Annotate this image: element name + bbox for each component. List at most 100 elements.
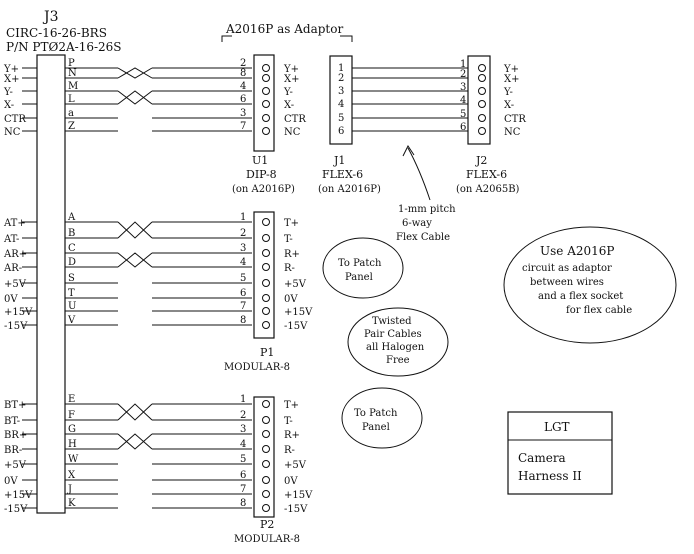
j3-pin-label: Z [68, 121, 75, 132]
p1-name: MODULAR-8 [224, 362, 290, 373]
group2-pin-ring [262, 307, 270, 315]
title-line1: Camera [518, 451, 566, 465]
j3-pin-label: N [68, 68, 77, 79]
j3-pin-label: a [68, 108, 74, 119]
group2-pin-ring [262, 234, 270, 242]
adaptor-line1: Use A2016P [540, 244, 614, 258]
j3-pin-label: B [68, 228, 75, 239]
j3-connector-body [36, 54, 66, 514]
group2-left-signal: AR- [3, 263, 22, 274]
adaptor-line3: between wires [530, 277, 604, 288]
twisted-line4: Free [386, 355, 410, 366]
j3-pin-label: X [68, 470, 76, 481]
j1-pin-number: 2 [338, 73, 344, 84]
group1-pin-ring [262, 87, 270, 95]
group2-right-signal: 0V [284, 294, 298, 305]
group3-pin-ring [262, 476, 270, 484]
group1-right-signal: Y+ [283, 64, 299, 75]
group2-right-signal: R- [284, 263, 295, 274]
group2-left-signal: AT- [3, 234, 19, 245]
group3-left-signal: BT+ [4, 400, 26, 411]
group3-right-signal: T- [284, 416, 293, 427]
group2-pin-ring [262, 218, 270, 226]
group2-right-signal: T- [284, 234, 293, 245]
group3-pin-ring [262, 400, 270, 408]
group2-pin-number: 3 [240, 243, 246, 254]
group2-twist-mark [117, 221, 153, 239]
group2-right-signal: T+ [284, 218, 299, 229]
group2-twist-mark [117, 252, 153, 268]
j2-name: FLEX-6 [466, 168, 507, 181]
flex-note-3: Flex Cable [396, 232, 450, 243]
j1-note: (on A2016P) [318, 184, 381, 195]
group1-pin-ring [262, 127, 270, 135]
j1-body [329, 55, 353, 145]
j3-pin-label: V [67, 315, 76, 326]
group2-pin-number: 2 [240, 228, 246, 239]
group3-pin-ring [262, 430, 270, 438]
group3-pin-number: 5 [240, 454, 246, 465]
group3-pin-ring [262, 445, 270, 453]
group1-pin-ring [262, 74, 270, 82]
group3-pin-number: 3 [240, 424, 246, 435]
group3-right-signal: R- [284, 445, 295, 456]
group1-pin-number: 4 [240, 81, 246, 92]
group2-pin-ring [262, 263, 270, 271]
j2-note: (on A2065B) [456, 184, 520, 195]
j2-pin-number: 4 [460, 95, 466, 106]
group3-left-signal: BR+ [4, 430, 27, 441]
group2-pin-ring [262, 249, 270, 257]
j3-label: J3 [42, 9, 59, 25]
j1-label: J1 [333, 154, 345, 167]
flex-note-1: 1-mm pitch [398, 204, 456, 215]
j2-pin-number: 3 [460, 82, 466, 93]
flex-arrow-line [407, 147, 431, 201]
adaptor-line5: for flex cable [566, 305, 632, 316]
group3-left-signal: BT- [4, 416, 20, 427]
j3-pin-label: K [68, 498, 76, 509]
group2-left-signal: +15V [4, 307, 33, 318]
group2-left-signal: AT+ [3, 218, 26, 229]
j1-pin-number: 3 [338, 86, 344, 97]
patch2-line1: To Patch [354, 408, 398, 419]
p2-name: MODULAR-8 [234, 534, 300, 545]
adaptor-line2: circuit as adaptor [522, 263, 612, 274]
group3-pin-number: 1 [240, 394, 246, 405]
j3-pin-label: H [68, 439, 77, 450]
group2-pin-number: 1 [240, 212, 246, 223]
p1-body [253, 211, 275, 339]
group2-right-signal: +5V [284, 279, 307, 290]
group2-pin-number: 5 [240, 273, 246, 284]
group1-pin-ring [262, 114, 270, 122]
group3-pin-ring [262, 504, 270, 512]
twisted-line3: all Halogen [366, 342, 425, 353]
group2-left-signal: AR+ [3, 249, 27, 260]
j1-pin-number: 4 [338, 99, 344, 110]
title-line2: Harness II [518, 469, 582, 483]
u1-dip-body [253, 54, 275, 152]
twisted-line2: Pair Cables [364, 329, 422, 340]
group3-right-signal: +15V [284, 490, 313, 501]
adaptor-title: A2016P as Adaptor [225, 22, 343, 36]
group1-right-signal: CTR [284, 114, 306, 125]
group3-twist-mark [117, 403, 153, 421]
j2-pin-ring [478, 114, 486, 122]
twisted-pair-cloud [347, 307, 449, 377]
j3-pin-label: G [68, 424, 76, 435]
j3-pin-label: W [68, 454, 79, 465]
p2-body [253, 396, 275, 518]
group2-left-signal: -15V [4, 321, 28, 332]
flex-note-2: 6-way [402, 218, 432, 229]
j3-pin-label: M [68, 81, 78, 92]
group3-pin-number: 6 [240, 470, 246, 481]
group3-left-signal: +5V [4, 460, 27, 471]
group3-left-signal: 0V [4, 476, 18, 487]
j3-pin-label: A [67, 212, 76, 223]
j2-pin-ring [478, 74, 486, 82]
flex-arrow-head [402, 145, 415, 157]
group1-right-signal: NC [284, 127, 301, 138]
group3-pin-number: 4 [240, 439, 246, 450]
u1-note: (on A2016P) [232, 184, 295, 195]
